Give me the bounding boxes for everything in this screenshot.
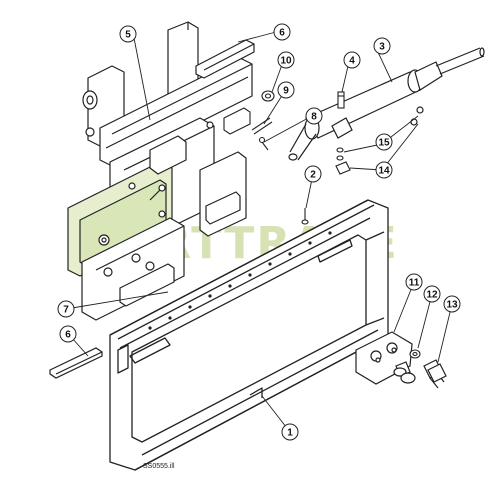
part-6-rail-lower (49, 347, 103, 379)
part-13-bolt (423, 359, 447, 389)
rear-carriage-assembly (67, 21, 253, 321)
callout-13: 13 (443, 295, 461, 313)
svg-text:9: 9 (283, 86, 289, 97)
svg-text:6: 6 (279, 28, 285, 39)
svg-text:7: 7 (63, 305, 69, 316)
callout-10: 10 (277, 51, 295, 69)
callout-14: 14 (375, 161, 393, 179)
svg-text:6: 6 (65, 330, 71, 341)
part-3-cylinder (288, 47, 485, 161)
fittings-14-15 (335, 147, 351, 175)
part-4-pin (337, 91, 345, 109)
svg-text:12: 12 (426, 290, 438, 301)
svg-text:4: 4 (349, 56, 355, 67)
part-1-frame (109, 199, 389, 471)
callout-6-upper: 6 (273, 23, 291, 41)
part-11-bracket (355, 331, 416, 385)
callouts: 1 2 3 4 5 6 6 7 8 9 10 11 12 13 14 15 (57, 23, 461, 441)
svg-text:5: 5 (125, 30, 131, 41)
callout-7: 7 (57, 300, 75, 318)
callout-5: 5 (119, 25, 137, 43)
hardware-8-9-10 (223, 90, 275, 151)
svg-text:8: 8 (311, 112, 317, 123)
callout-4: 4 (343, 51, 361, 69)
svg-text:1: 1 (287, 428, 293, 439)
svg-text:13: 13 (446, 300, 458, 311)
svg-text:2: 2 (310, 170, 316, 181)
svg-text:3: 3 (379, 42, 385, 53)
callout-11: 11 (405, 273, 423, 291)
callout-9: 9 (277, 81, 295, 99)
callout-12: 12 (423, 285, 441, 303)
callout-15: 15 (375, 133, 393, 151)
svg-text:15: 15 (378, 138, 390, 149)
part-12-washer (409, 349, 421, 359)
svg-text:11: 11 (409, 278, 420, 289)
svg-text:14: 14 (378, 166, 390, 177)
callout-6-lower: 6 (59, 325, 77, 343)
callout-1: 1 (281, 423, 299, 441)
callout-2: 2 (304, 165, 322, 183)
drawing-reference: SS0555.ill (143, 463, 175, 470)
callout-8: 8 (305, 107, 323, 125)
svg-text:10: 10 (280, 56, 292, 67)
part-2-pin (301, 208, 309, 225)
callout-3: 3 (373, 37, 391, 55)
